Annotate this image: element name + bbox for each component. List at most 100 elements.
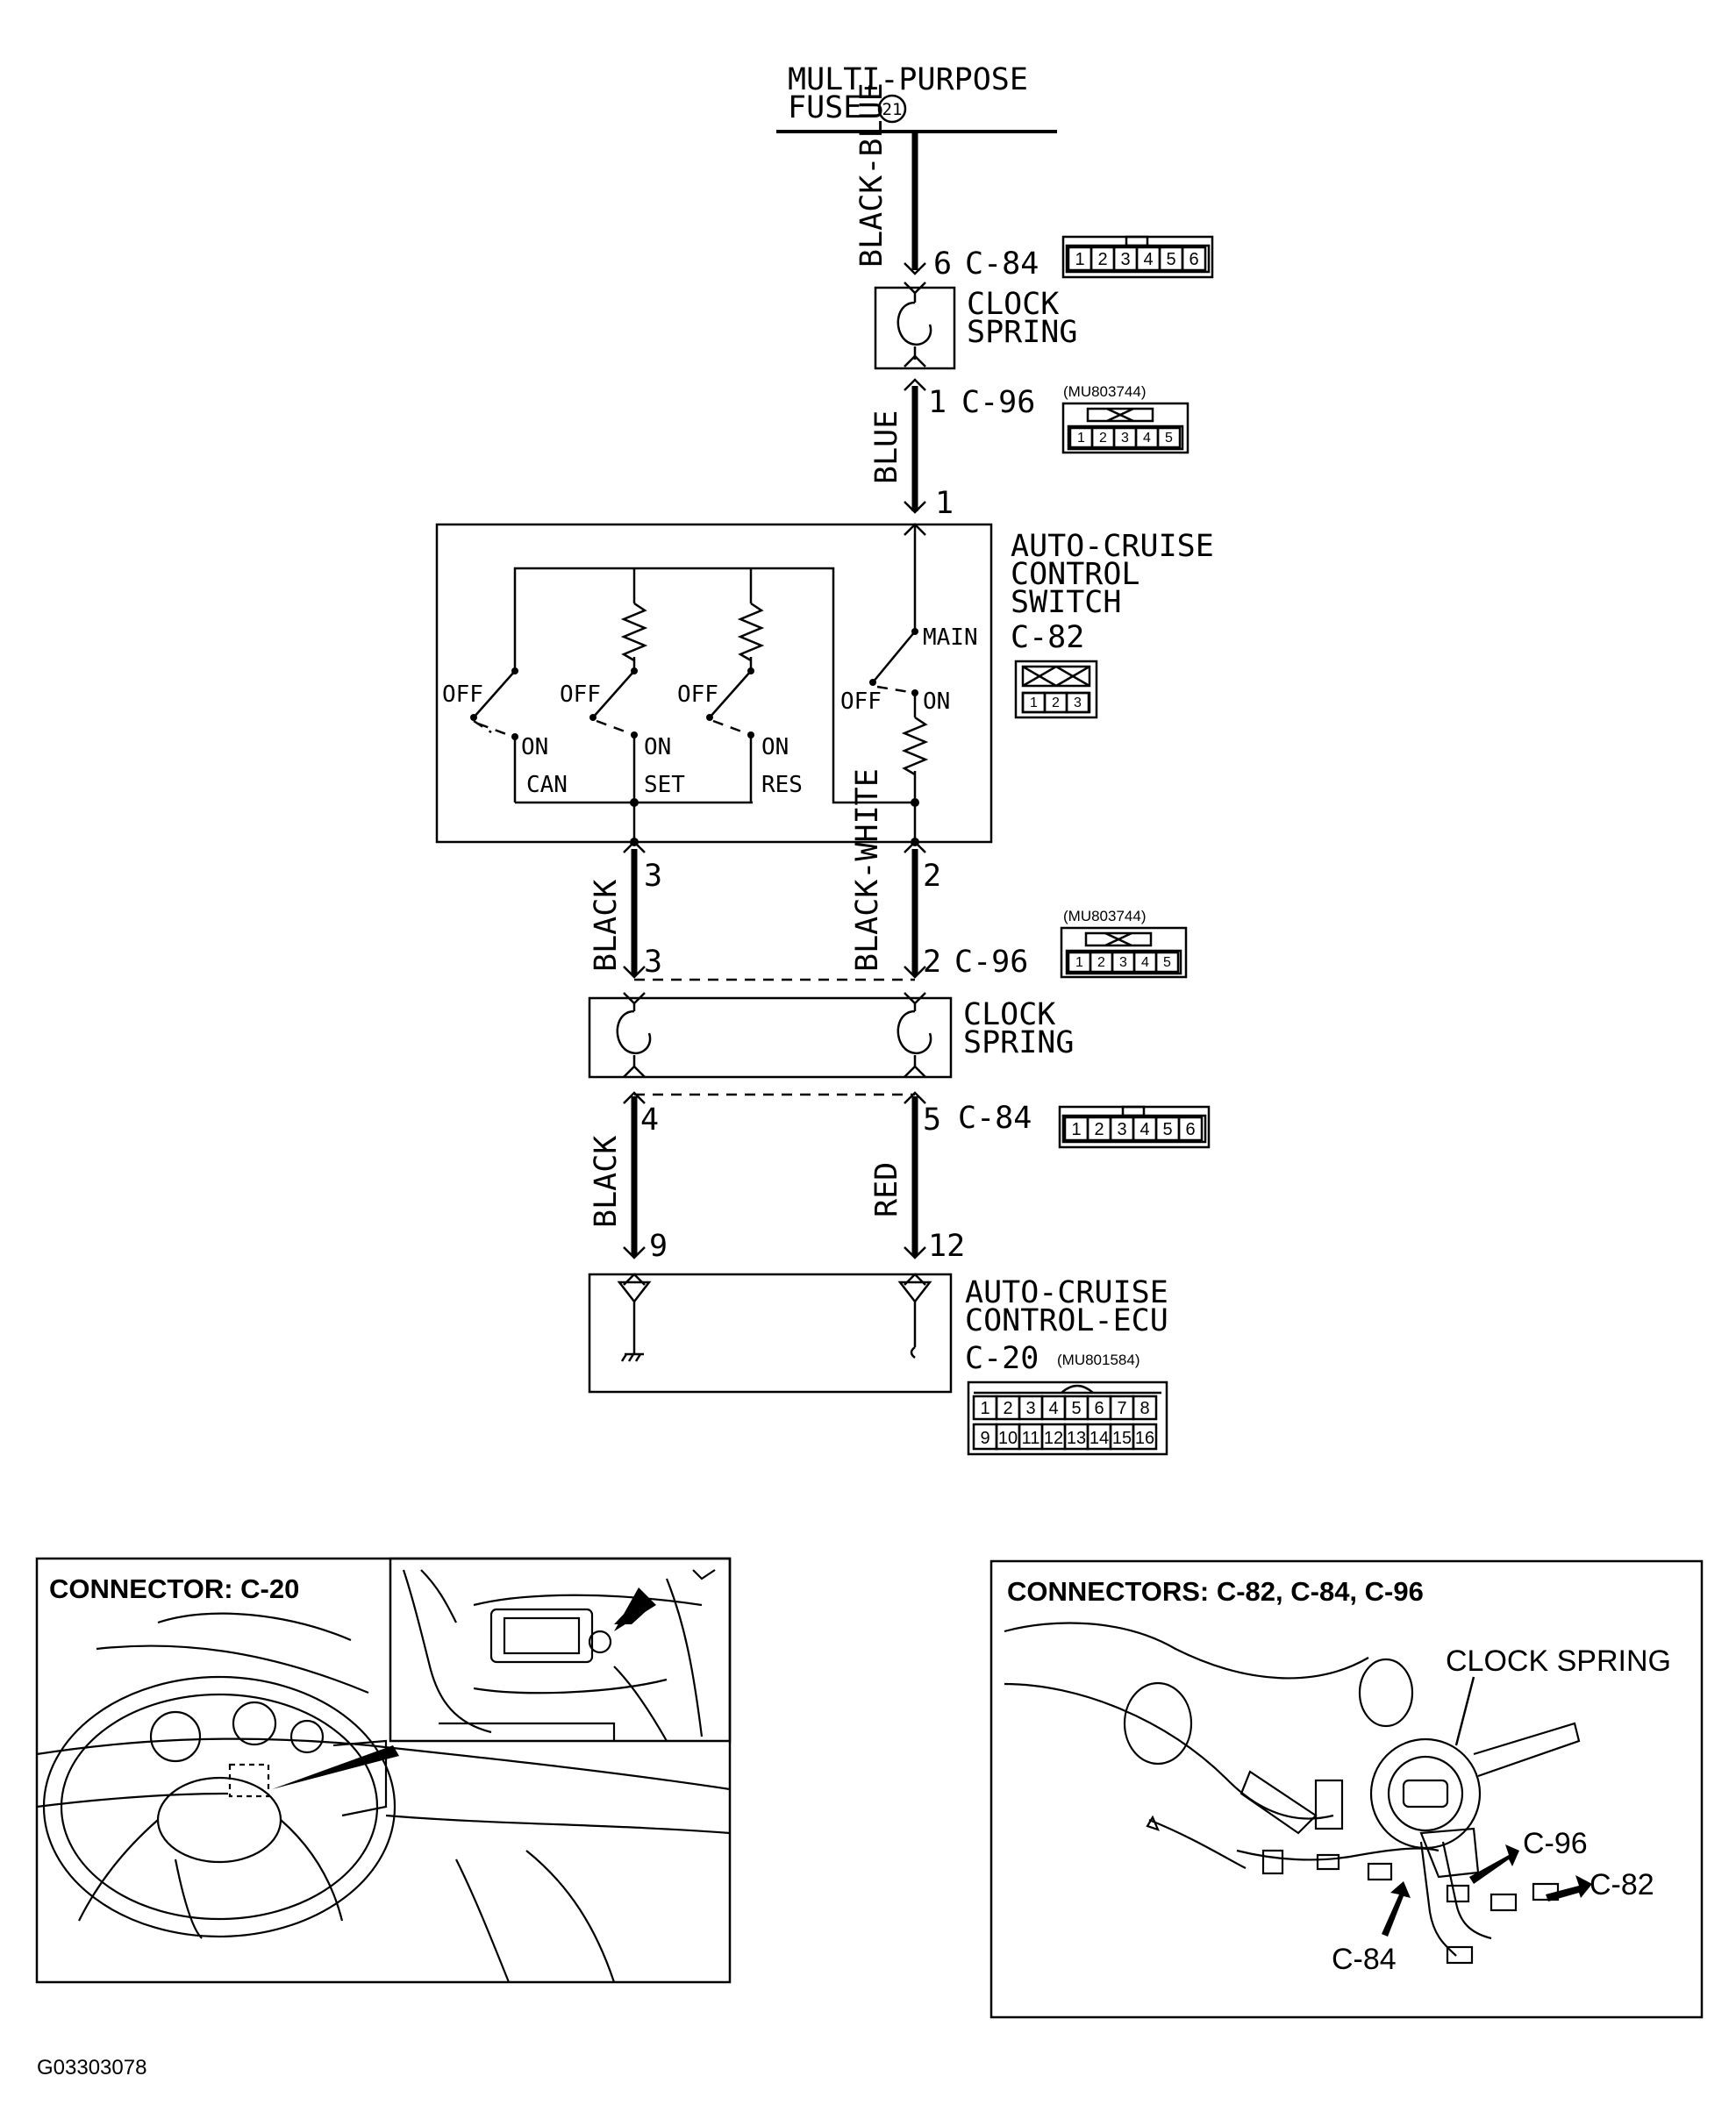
c84-lower-pin-number: 3 bbox=[1117, 1120, 1126, 1139]
c84-top-label: C-84 bbox=[965, 246, 1039, 282]
c82-pin-number: 3 bbox=[1074, 696, 1082, 710]
clock-spring-lower: CLOCK SPRING bbox=[588, 992, 1074, 1079]
c20-row1-pin-number: 5 bbox=[1071, 1399, 1081, 1418]
c96-lower-pin-number: 2 bbox=[1097, 955, 1105, 970]
c96-top-pin-number: 4 bbox=[1143, 431, 1151, 446]
c82-pin-number: 1 bbox=[1030, 696, 1038, 710]
c84-top-pin-number: 5 bbox=[1166, 250, 1175, 269]
c82-label: C-82 bbox=[1011, 620, 1084, 655]
panel-connectors-frame bbox=[989, 1559, 1704, 2019]
wire-red: RED 12 bbox=[869, 1096, 965, 1264]
c20-row1-pin-number: 3 bbox=[1025, 1399, 1035, 1418]
pin-ecu-12: 12 bbox=[928, 1229, 965, 1264]
switch-housing bbox=[435, 523, 993, 844]
pin-c96-3: 3 bbox=[644, 945, 662, 980]
c20-row2-pin-cell bbox=[1132, 1423, 1158, 1451]
panel-c20-frame bbox=[35, 1557, 732, 1984]
c96-top-part: (MU803744) bbox=[1063, 383, 1147, 400]
steering-wheel-sketch bbox=[36, 1612, 731, 1983]
fuse-label-line2: FUSE bbox=[788, 90, 861, 125]
c20-inset-arrowhead bbox=[614, 1587, 656, 1631]
wire-label-black-blue: BLACK-BLUE bbox=[854, 82, 889, 268]
panel-c20-title: CONNECTOR: C-20 bbox=[49, 1573, 299, 1604]
pin-switch-3: 3 bbox=[644, 859, 662, 894]
pin-c84-4: 4 bbox=[640, 1102, 659, 1138]
c96-top-pin-number: 1 bbox=[1077, 431, 1085, 446]
c84-lower-pin-number: 2 bbox=[1094, 1120, 1104, 1139]
clock-spring-callout: CLOCK SPRING bbox=[1446, 1644, 1671, 1678]
ecu-title-line2: CONTROL-ECU bbox=[965, 1303, 1168, 1338]
c96-lower-pin-number: 5 bbox=[1163, 955, 1171, 970]
wire-blue: BLUE 1 bbox=[869, 386, 954, 521]
c96-top-pin-number: 3 bbox=[1121, 431, 1129, 446]
c84-arrow bbox=[1382, 1881, 1411, 1937]
switch-title-line2: CONTROL bbox=[1011, 557, 1140, 592]
clock-spring-leader bbox=[1454, 1676, 1475, 1746]
panel-connectors-c82-c84-c96: CONNECTORS: C-82, C-84, C-96 CLOCK SPRIN… bbox=[989, 1559, 1704, 2019]
c96-top-pin-number: 2 bbox=[1099, 431, 1107, 446]
pin-c96-1: 1 bbox=[928, 385, 947, 420]
c20-part: (MU801584) bbox=[1057, 1352, 1140, 1368]
c84-lower-pin-number: 5 bbox=[1162, 1120, 1172, 1139]
pin-c84-6: 6 bbox=[933, 246, 952, 282]
c20-row1-pin-number: 7 bbox=[1117, 1399, 1126, 1418]
set-on-label: ON bbox=[644, 734, 671, 760]
c96-lower-pin-cell bbox=[1154, 951, 1180, 974]
set-label: SET bbox=[644, 772, 685, 798]
c84-lower-label: C-84 bbox=[958, 1101, 1032, 1136]
pin-switch-2: 2 bbox=[923, 859, 941, 894]
auto-cruise-control-ecu: AUTO-CRUISE CONTROL-ECU C-20 (MU801584) … bbox=[588, 1273, 1168, 1456]
c96-top-pin-number: 5 bbox=[1165, 431, 1173, 446]
ecu-inset-sketch bbox=[402, 1569, 716, 1742]
wire-black-white: 2 BLACK-WHITE 2 bbox=[850, 768, 941, 980]
c84-lower-pin-cell bbox=[1177, 1116, 1204, 1142]
c20-row2-pin-number: 10 bbox=[998, 1429, 1018, 1448]
c20-row2-pin-number: 12 bbox=[1044, 1429, 1063, 1448]
c96-lower-pin-number: 3 bbox=[1119, 955, 1127, 970]
res-label: RES bbox=[761, 772, 803, 798]
panel-c20-inset bbox=[389, 1557, 732, 1743]
c20-row1-pin-number: 8 bbox=[1139, 1399, 1149, 1418]
c20-row1-pin-number: 1 bbox=[980, 1399, 989, 1418]
c84-top-pin-number: 3 bbox=[1120, 250, 1130, 269]
c96-lower-part: (MU803744) bbox=[1063, 908, 1147, 924]
c96-lower-label: C-96 bbox=[954, 945, 1028, 980]
c20-row1-pin-cell bbox=[1132, 1395, 1158, 1421]
c20-row2-pin-number: 15 bbox=[1112, 1429, 1132, 1448]
c20-label: C-20 bbox=[965, 1341, 1039, 1376]
main-off-label: OFF bbox=[840, 688, 882, 715]
c84-top-pin-number: 4 bbox=[1143, 250, 1153, 269]
switch-title-line1: AUTO-CRUISE bbox=[1011, 529, 1214, 564]
c84-lower-pin-number: 4 bbox=[1139, 1120, 1149, 1139]
clock-spring-top-line1: CLOCK bbox=[967, 287, 1059, 322]
panel-connectors-title: CONNECTORS: C-82, C-84, C-96 bbox=[1007, 1576, 1424, 1607]
c20-pointer bbox=[272, 1745, 399, 1789]
can-off-label: OFF bbox=[442, 681, 483, 708]
fuse-label-line1: MULTI-PURPOSE bbox=[788, 62, 1028, 97]
c84-lower-pin-number: 1 bbox=[1071, 1120, 1081, 1139]
wire-label-black-upper: BLACK bbox=[589, 880, 624, 972]
pin-ecu-9: 9 bbox=[649, 1229, 668, 1264]
wire-label-black-white: BLACK-WHITE bbox=[850, 768, 885, 972]
c96-arrow bbox=[1469, 1844, 1519, 1884]
c20-row2-pin-number: 11 bbox=[1022, 1429, 1040, 1448]
c82-arrow bbox=[1546, 1875, 1592, 1901]
c96-lower-pin-number: 1 bbox=[1075, 955, 1083, 970]
c84-top-pin-cell bbox=[1181, 246, 1207, 272]
c20-row2-pin-number: 13 bbox=[1067, 1429, 1086, 1448]
wire-label-blue: BLUE bbox=[869, 410, 904, 484]
can-on-label: ON bbox=[521, 734, 548, 760]
panel-connector-c20: CONNECTOR: C-20 bbox=[35, 1557, 732, 1984]
wire-label-black-lower: BLACK bbox=[589, 1136, 624, 1228]
c84-top-pin-number: 1 bbox=[1075, 250, 1084, 269]
switch-title-line3: SWITCH bbox=[1011, 585, 1121, 620]
